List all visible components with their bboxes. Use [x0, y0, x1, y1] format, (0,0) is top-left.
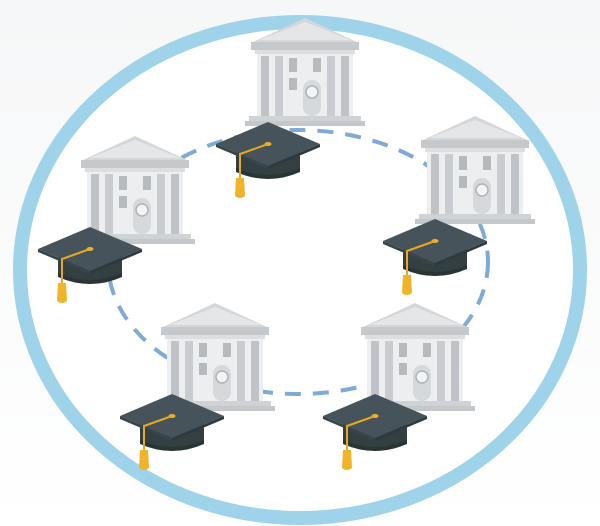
illustration-canvas: [0, 0, 600, 526]
network-illustration: [0, 0, 600, 526]
